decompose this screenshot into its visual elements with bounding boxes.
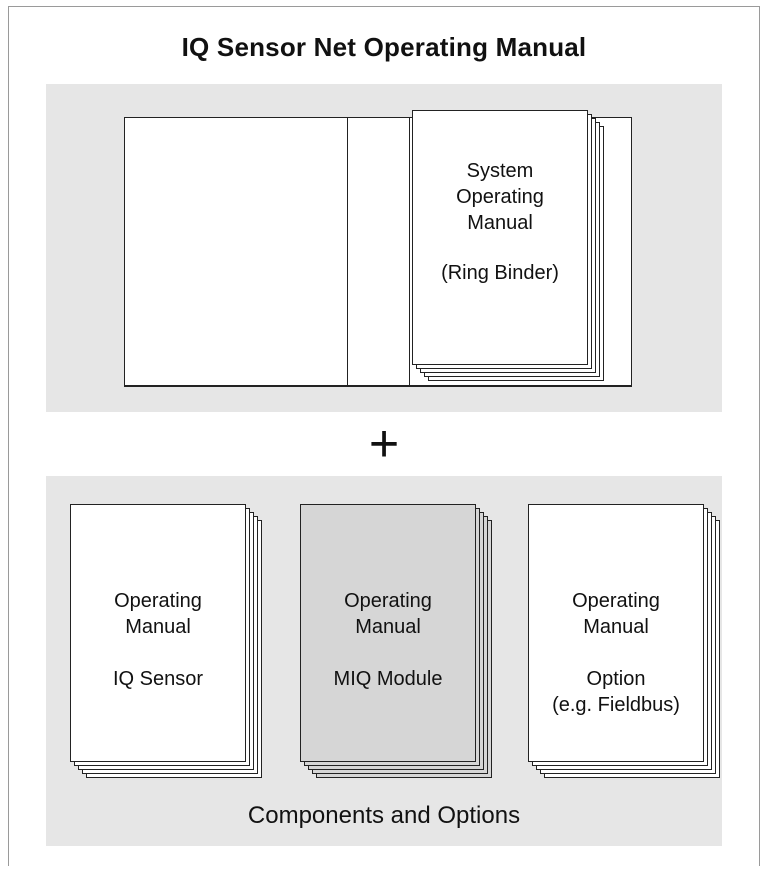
option-manual-page: Operating Manual Option (e.g. Fieldbus) [528, 504, 704, 762]
system-manual-line2: Operating [456, 186, 544, 208]
miq-module-manual-page: Operating Manual MIQ Module [300, 504, 476, 762]
binder-spine-left [347, 118, 348, 385]
iq-sensor-manual-page: Operating Manual IQ Sensor [70, 504, 246, 762]
binder-spine-right [409, 118, 410, 385]
system-manual-line4: (Ring Binder) [441, 262, 559, 284]
system-manual-line3: Manual [467, 212, 533, 234]
component-line3: IQ Sensor [112, 668, 204, 690]
system-manual-line1: System [466, 160, 534, 182]
component-line3: Option [586, 668, 646, 690]
component-line4: (e.g. Fieldbus) [552, 694, 680, 716]
components-caption: Components and Options [247, 802, 521, 829]
system-manual-page: System Operating Manual (Ring Binder) [412, 110, 588, 365]
diagram-title: IQ Sensor Net Operating Manual [181, 32, 587, 62]
component-line1: Operating [344, 590, 432, 612]
component-line2: Manual [355, 616, 421, 638]
component-line2: Manual [125, 616, 191, 638]
plus-sign: + [368, 415, 400, 473]
diagram-frame [8, 6, 760, 866]
component-line3: MIQ Module [333, 668, 443, 690]
component-line1: Operating [114, 590, 202, 612]
component-line2: Manual [583, 616, 649, 638]
component-line1: Operating [572, 590, 660, 612]
